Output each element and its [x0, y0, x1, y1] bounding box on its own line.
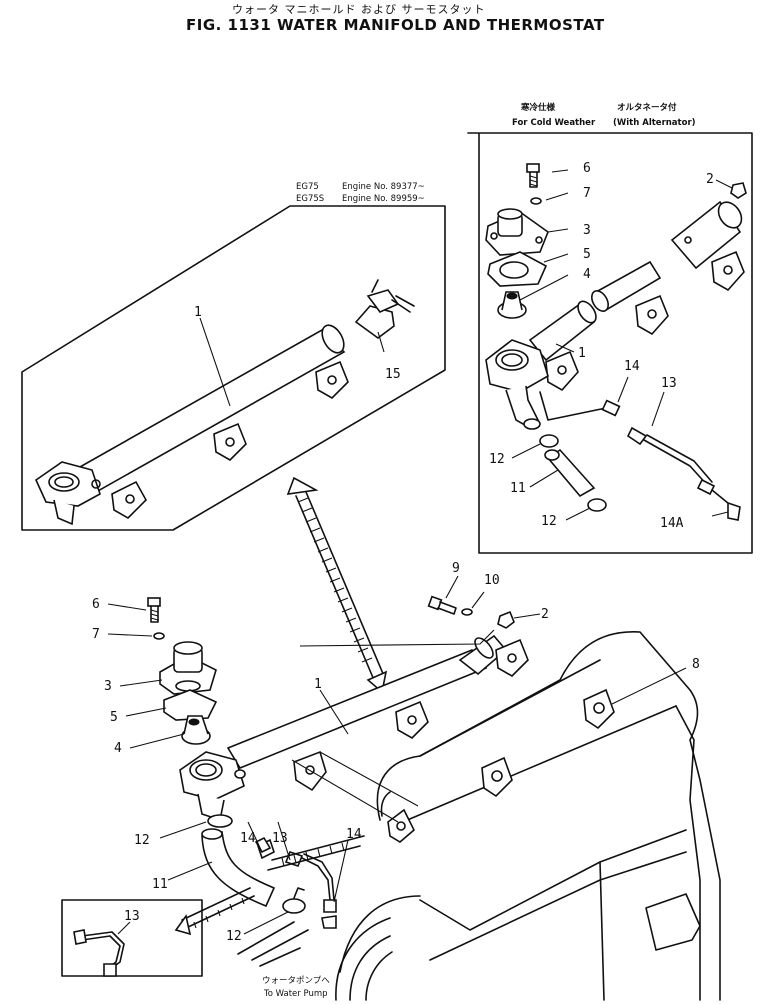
pump-note-jp: ウォータポンプへ	[262, 976, 330, 986]
hose-main	[201, 828, 276, 908]
washer-10	[461, 608, 473, 616]
cold-weather-jp: 寒冷仕様	[520, 102, 556, 113]
callout-2: 2	[541, 607, 549, 622]
alternator-jp: オルタネータ付	[617, 102, 677, 113]
callout-6-box: 6	[583, 161, 591, 176]
callout-14-right: 14	[346, 827, 362, 842]
callout-4: 4	[114, 741, 122, 756]
engine-variant-box: EG75 Engine No. 89377~ EG75S Engine No. …	[21, 182, 446, 531]
callout-3-box: 3	[583, 223, 591, 238]
washer-part	[530, 197, 542, 205]
callout-1-box: 1	[578, 346, 586, 361]
thermostat-housing-cover	[159, 641, 217, 695]
callout-12-box-top: 12	[489, 452, 505, 467]
callout-3: 3	[104, 679, 112, 694]
callout-14a-box: 14A	[660, 516, 684, 531]
bolt-9	[427, 595, 457, 615]
alternator-label: (With Alternator)	[613, 118, 696, 128]
gasket-main	[163, 689, 218, 721]
washer-main	[153, 632, 165, 640]
engine-number-2: Engine No. 89959~	[342, 194, 425, 204]
engine-model-2: EG75S	[296, 194, 324, 204]
callout-14-box: 14	[624, 359, 640, 374]
manifold-end-piece	[670, 200, 745, 292]
manifold-pipe-long	[34, 324, 349, 526]
callout-13-box: 13	[661, 376, 677, 391]
callout-7-box: 7	[583, 186, 591, 201]
thermostat-main	[181, 715, 211, 745]
cold-weather-label: For Cold Weather	[512, 118, 596, 128]
temperature-sensor	[354, 279, 415, 339]
callout-6: 6	[92, 597, 100, 612]
pump-pointer-arrows	[174, 835, 365, 936]
callout-13-inset: 13	[124, 909, 140, 924]
callout-9: 9	[452, 561, 460, 576]
connector-main	[254, 836, 337, 929]
callout-11-box: 11	[510, 481, 526, 496]
bolt-part	[526, 163, 540, 188]
thermostat-part	[497, 291, 527, 319]
callout-7: 7	[92, 627, 100, 642]
callout-11: 11	[152, 877, 168, 892]
hose-clamp-part-2	[587, 498, 607, 512]
engine-block	[335, 630, 721, 1001]
engine-model-1: EG75	[296, 182, 319, 192]
location-arrow	[286, 476, 388, 694]
callout-5-box: 5	[583, 247, 591, 262]
callout-10: 10	[484, 573, 500, 588]
callout-2-box: 2	[706, 172, 714, 187]
main-assembly: 6 7 3 5 4 1 9 10 2 8 12 14 13 14 11 12 ウ…	[92, 561, 721, 1001]
hose-clamp-main	[207, 814, 233, 828]
bolt-main	[147, 597, 161, 623]
callout-1: 1	[314, 677, 322, 692]
hose-clamp-part	[539, 434, 559, 448]
nut-part	[730, 182, 747, 199]
callout-12-lower: 12	[226, 929, 242, 944]
callout-5: 5	[110, 710, 118, 725]
title-japanese: ウォータ マニホールド および サーモスタット	[232, 3, 486, 16]
callout-1-engine: 1	[194, 305, 202, 320]
callout-4-box: 4	[583, 267, 591, 282]
thermostat-housing-main	[179, 751, 246, 822]
cold-weather-box: 寒冷仕様 オルタネータ付 For Cold Weather (With Alte…	[467, 102, 753, 554]
figure-title: FIG. 1131 WATER MANIFOLD AND THERMOSTAT	[186, 16, 605, 34]
callout-12-box-bottom: 12	[541, 514, 557, 529]
nut-main	[497, 610, 515, 629]
callout-12: 12	[134, 833, 150, 848]
callout-13: 13	[272, 831, 288, 846]
pump-note-en: To Water Pump	[263, 989, 328, 999]
connector-tube	[539, 391, 741, 521]
inset-tube-box: 13	[61, 899, 203, 977]
manifold-pipe-sections	[485, 260, 669, 430]
engine-number-1: Engine No. 89377~	[342, 182, 425, 192]
thermostat-housing	[485, 208, 549, 256]
callout-14-left: 14	[240, 831, 256, 846]
callout-8: 8	[692, 657, 700, 672]
callout-15: 15	[385, 367, 401, 382]
hose-clamp-main-2	[282, 887, 306, 914]
gasket-part	[487, 251, 548, 287]
